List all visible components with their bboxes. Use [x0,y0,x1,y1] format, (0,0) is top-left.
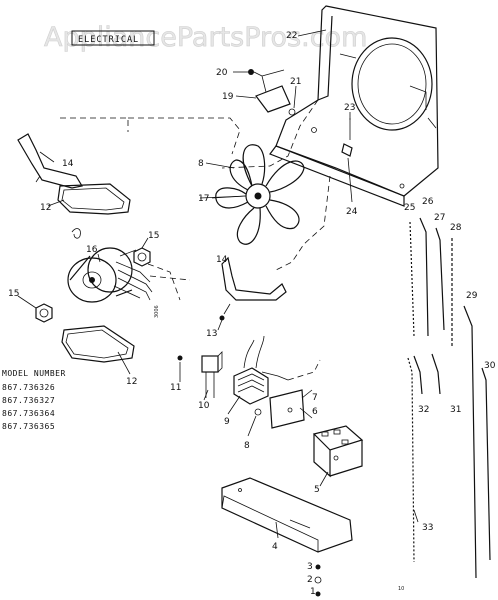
gasket-12-lower [61,325,135,363]
callout-29: 29 [466,291,478,301]
wire-harness-group [407,217,491,579]
callout-1: 1 [310,587,316,597]
receptacle-box-5 [312,425,364,478]
callout-3: 3 [307,562,313,572]
callout-27: 27 [434,213,445,223]
callout-14-left: 14 [62,159,74,169]
callout-6: 6 [312,407,318,417]
callout-7: 7 [312,393,318,403]
callout-8: 8 [244,441,250,451]
fan-blade-assembly [199,144,305,245]
callout-31: 31 [450,405,461,415]
callout-10: 10 [198,401,210,411]
motor-16 [67,247,153,303]
callout-18: 8 [198,159,204,169]
screw-11 [177,355,183,361]
callout-13: 13 [206,329,217,339]
fan-shroud [269,5,439,207]
callout-32: 32 [418,405,429,415]
callout-2: 2 [307,575,313,585]
callout-19: 19 [222,92,234,102]
model-number-1: 867.736326 [2,383,55,392]
screw-3 [315,564,321,570]
mount-plate-6 [269,389,305,429]
wire-route-1 [60,117,241,155]
callout-23: 23 [344,103,355,113]
callout-33: 33 [422,523,433,533]
callout-16: 16 [86,245,98,255]
callout-15-left: 15 [8,289,19,299]
section-label-box [71,30,155,46]
callout-9: 9 [224,417,230,427]
callout-30: 30 [484,361,496,371]
grommet-8 [254,408,262,416]
callout-20: 20 [216,68,228,78]
washer-2 [314,576,322,584]
wire-route-3 [275,175,331,271]
callout-26: 26 [422,197,434,207]
callout-28: 28 [450,223,462,233]
nut-15-left [35,303,53,323]
bracket-14-middle [221,256,287,301]
callout-labels: 1 2 3 4 5 6 7 8 9 10 11 12 12 13 14 14 1… [8,31,496,597]
screw-13 [219,315,225,321]
callout-25: 25 [404,203,415,213]
callout-24: 24 [346,207,358,217]
model-number-2: 867.736327 [2,396,55,405]
watermark-text: AppliancePartsPros.com [44,22,367,53]
callout-12-lower: 12 [126,377,137,387]
gasket-12-upper [57,183,131,215]
wire-route-2 [221,99,319,169]
callout-17: 17 [198,194,209,204]
motor-bracket-19 [248,69,296,116]
footer-mark: 10 [398,586,404,592]
wire-clip [71,228,81,239]
model-heading: MODEL NUMBER [2,369,66,378]
callout-15-right: 15 [148,231,159,241]
callout-14-middle: 14 [216,255,228,265]
model-number-block: MODEL NUMBER 867.736326 867.736327 867.7… [2,369,66,431]
part-24-clip [341,143,353,157]
leader-lines [17,29,419,539]
wire-route-5 [287,359,321,381]
wire-route-4 [147,263,191,301]
section-label: ELECTRICAL [78,35,139,45]
bracket-14-left [17,133,83,189]
part-code-text: 3006 [154,305,160,318]
callout-4: 4 [272,542,278,552]
nut-15-right [133,247,151,267]
callout-12-upper: 12 [40,203,51,213]
base-plate-4 [221,477,353,553]
model-number-4: 867.736365 [2,422,55,431]
component-10 [201,355,219,373]
callout-5: 5 [314,485,320,495]
callout-22: 22 [286,31,297,41]
nut-1 [315,591,321,597]
transformer-9 [233,335,289,405]
callout-21: 21 [290,77,301,87]
callout-11: 11 [170,383,181,393]
model-number-3: 867.736364 [2,409,55,418]
